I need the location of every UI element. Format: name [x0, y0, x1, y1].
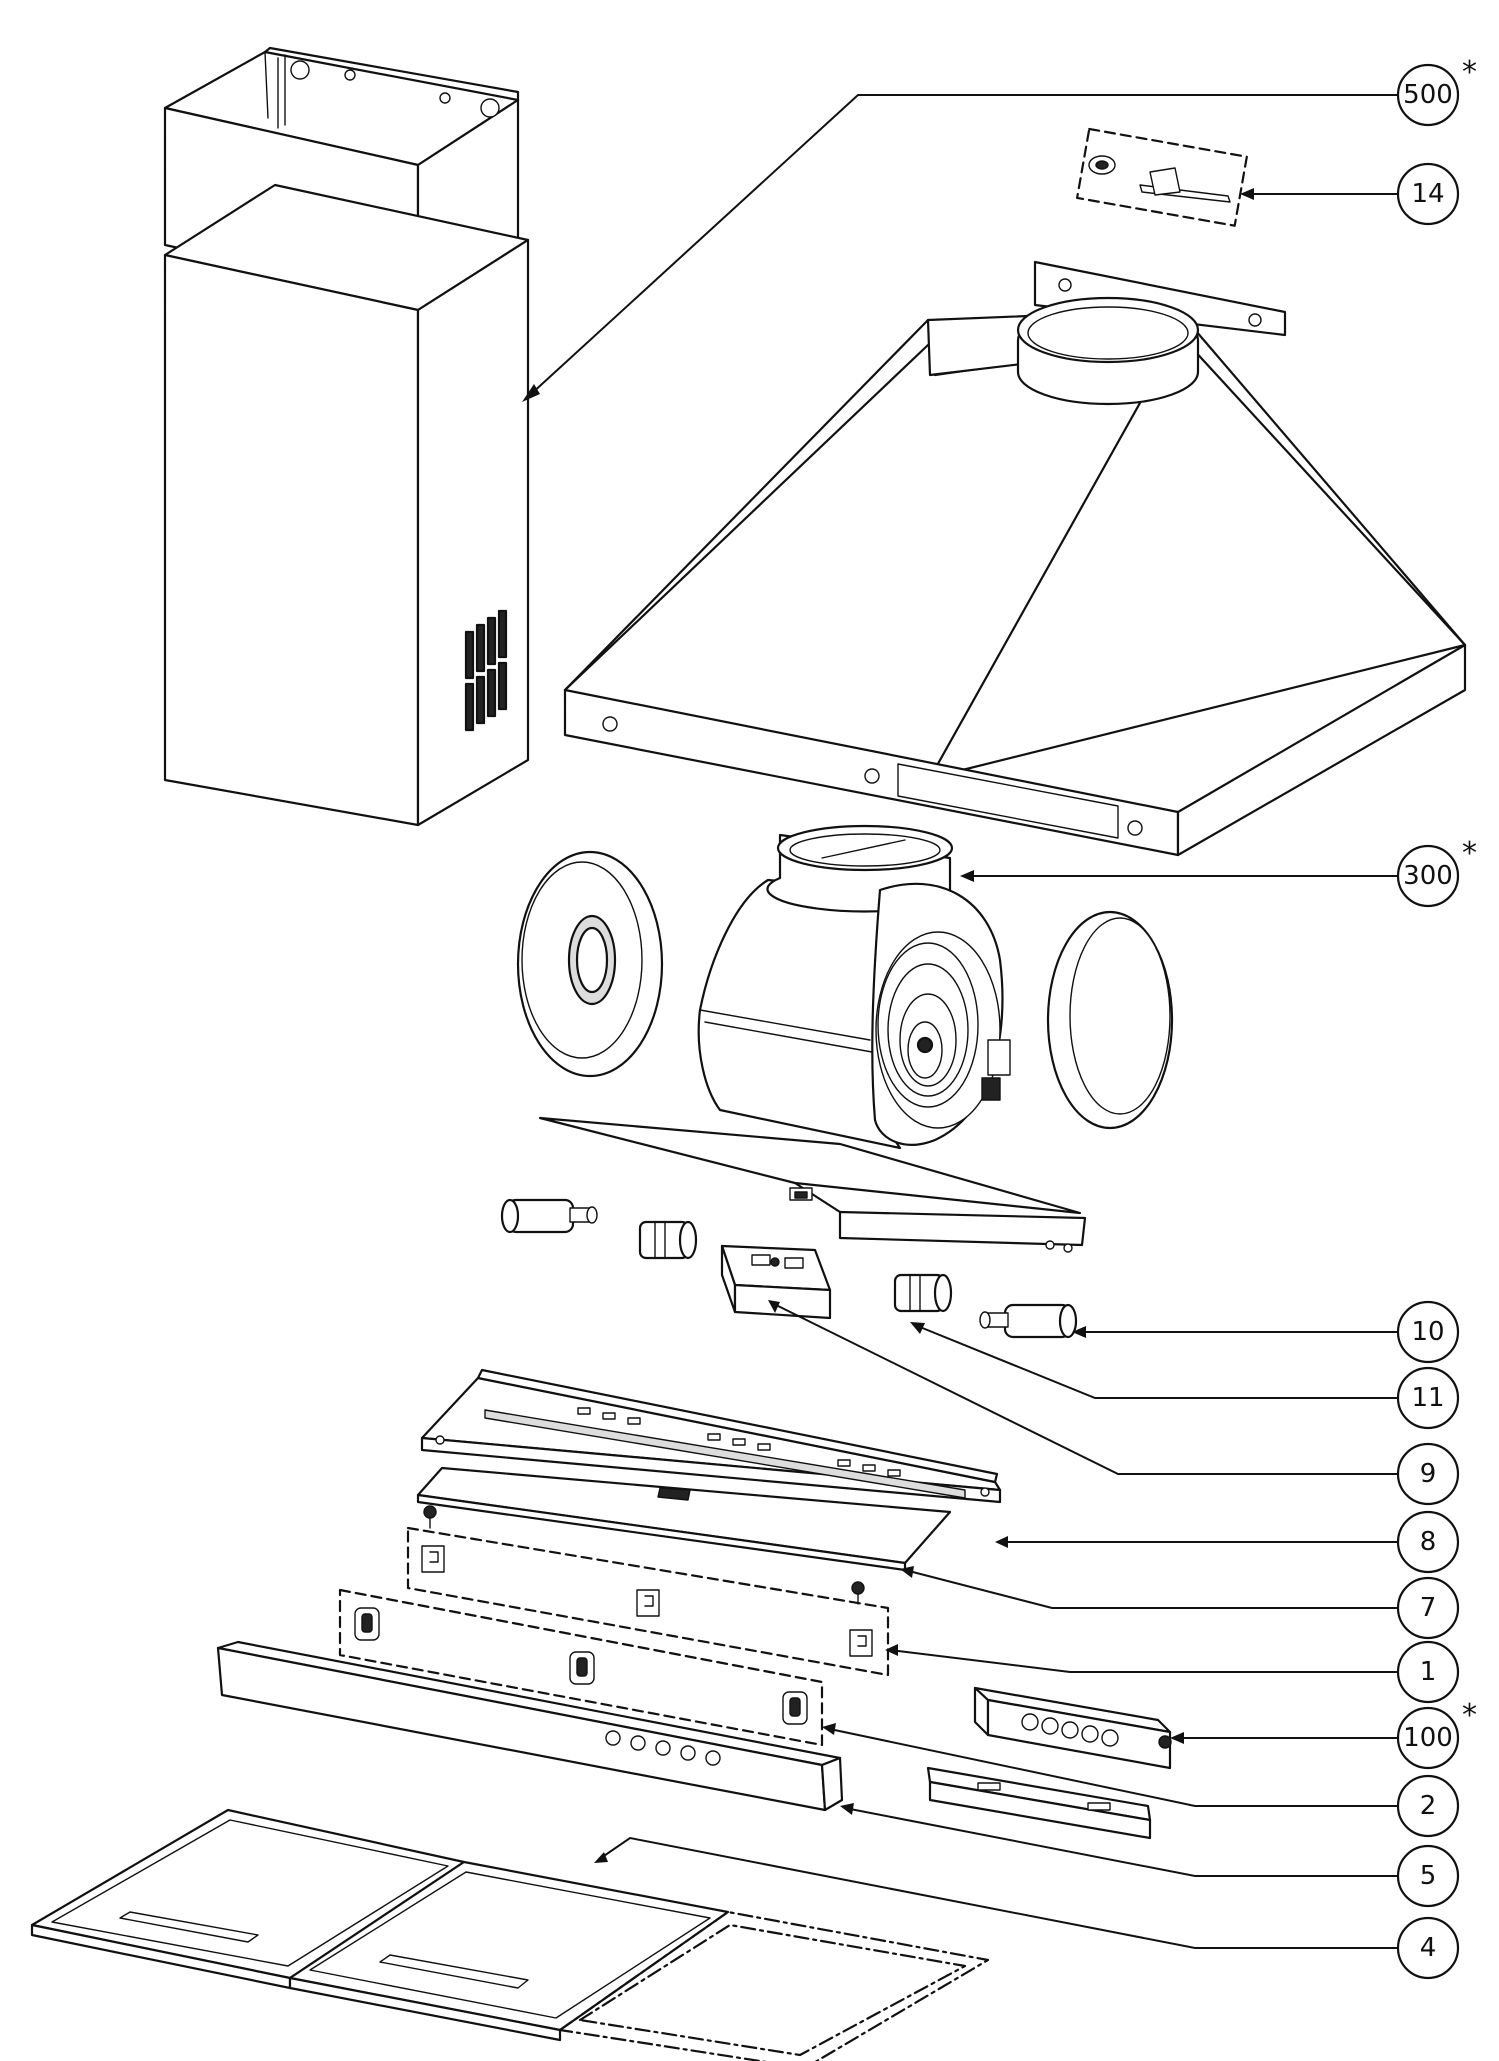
glass-panel [416, 1466, 952, 1605]
switch-button-right [893, 1273, 953, 1313]
clip-1a [421, 1545, 445, 1573]
switch-block [720, 1244, 832, 1320]
callout-9-label: 9 [1420, 1459, 1437, 1489]
clip-2a [354, 1607, 380, 1641]
callout-4-label: 4 [1420, 1933, 1437, 1963]
grease-filter-right-optional [558, 1910, 990, 2061]
clip-2b [569, 1651, 595, 1685]
callout-500-label: 500 [1403, 80, 1453, 110]
control-panel-plate [538, 1116, 1087, 1253]
callout-8: 8 [1396, 1510, 1460, 1574]
control-board [973, 1686, 1172, 1770]
callout-100: 100 * [1396, 1698, 1477, 1770]
callout-7-label: 7 [1420, 1593, 1437, 1623]
callout-5: 5 [1396, 1844, 1460, 1908]
wall-clip [1076, 127, 1248, 227]
callout-10-label: 10 [1411, 1317, 1444, 1347]
callout-14-label: 14 [1411, 179, 1444, 209]
callout-8-label: 8 [1420, 1527, 1437, 1557]
leader-lines [522, 94, 1398, 1949]
callout-500: 500 * [1396, 55, 1477, 127]
filter-support-rail [420, 1368, 1002, 1504]
callout-300: 300 * [1396, 836, 1477, 908]
chimney-duct-cover [163, 46, 530, 827]
clip-2c [782, 1691, 808, 1725]
clip-1c [849, 1629, 873, 1657]
callout-11: 11 [1396, 1366, 1460, 1430]
front-control-strip [216, 1640, 844, 1812]
callout-10: 10 [1396, 1300, 1460, 1364]
callout-100-label: 100 [1403, 1723, 1453, 1753]
callout-300-star: * [1462, 836, 1477, 871]
grease-filter-left [30, 1808, 466, 1990]
callout-2-label: 2 [1420, 1791, 1437, 1821]
switch-button-left [638, 1220, 698, 1260]
callout-500-star: * [1462, 55, 1477, 90]
glass-clips [406, 1526, 890, 1677]
callout-9: 9 [1396, 1442, 1460, 1506]
grease-filter-middle [288, 1860, 730, 2042]
mounting-bracket [926, 1766, 1152, 1840]
vent-slots [464, 609, 508, 732]
callout-2: 2 [1396, 1774, 1460, 1838]
callout-300-label: 300 [1403, 861, 1453, 891]
blower-motor [516, 824, 1174, 1150]
callout-11-label: 11 [1411, 1383, 1444, 1413]
callout-4: 4 [1396, 1916, 1460, 1980]
clip-1b [636, 1589, 660, 1617]
callout-14: 14 [1396, 162, 1460, 226]
control-knob-left [500, 1198, 598, 1234]
callout-100-star: * [1462, 1698, 1477, 1733]
callout-5-label: 5 [1420, 1861, 1437, 1891]
hood-canopy [563, 260, 1467, 857]
callout-1: 1 [1396, 1640, 1460, 1704]
callout-1-label: 1 [1420, 1657, 1437, 1687]
filter-clips [338, 1588, 824, 1747]
callout-7: 7 [1396, 1576, 1460, 1640]
control-knob-right [979, 1303, 1078, 1339]
